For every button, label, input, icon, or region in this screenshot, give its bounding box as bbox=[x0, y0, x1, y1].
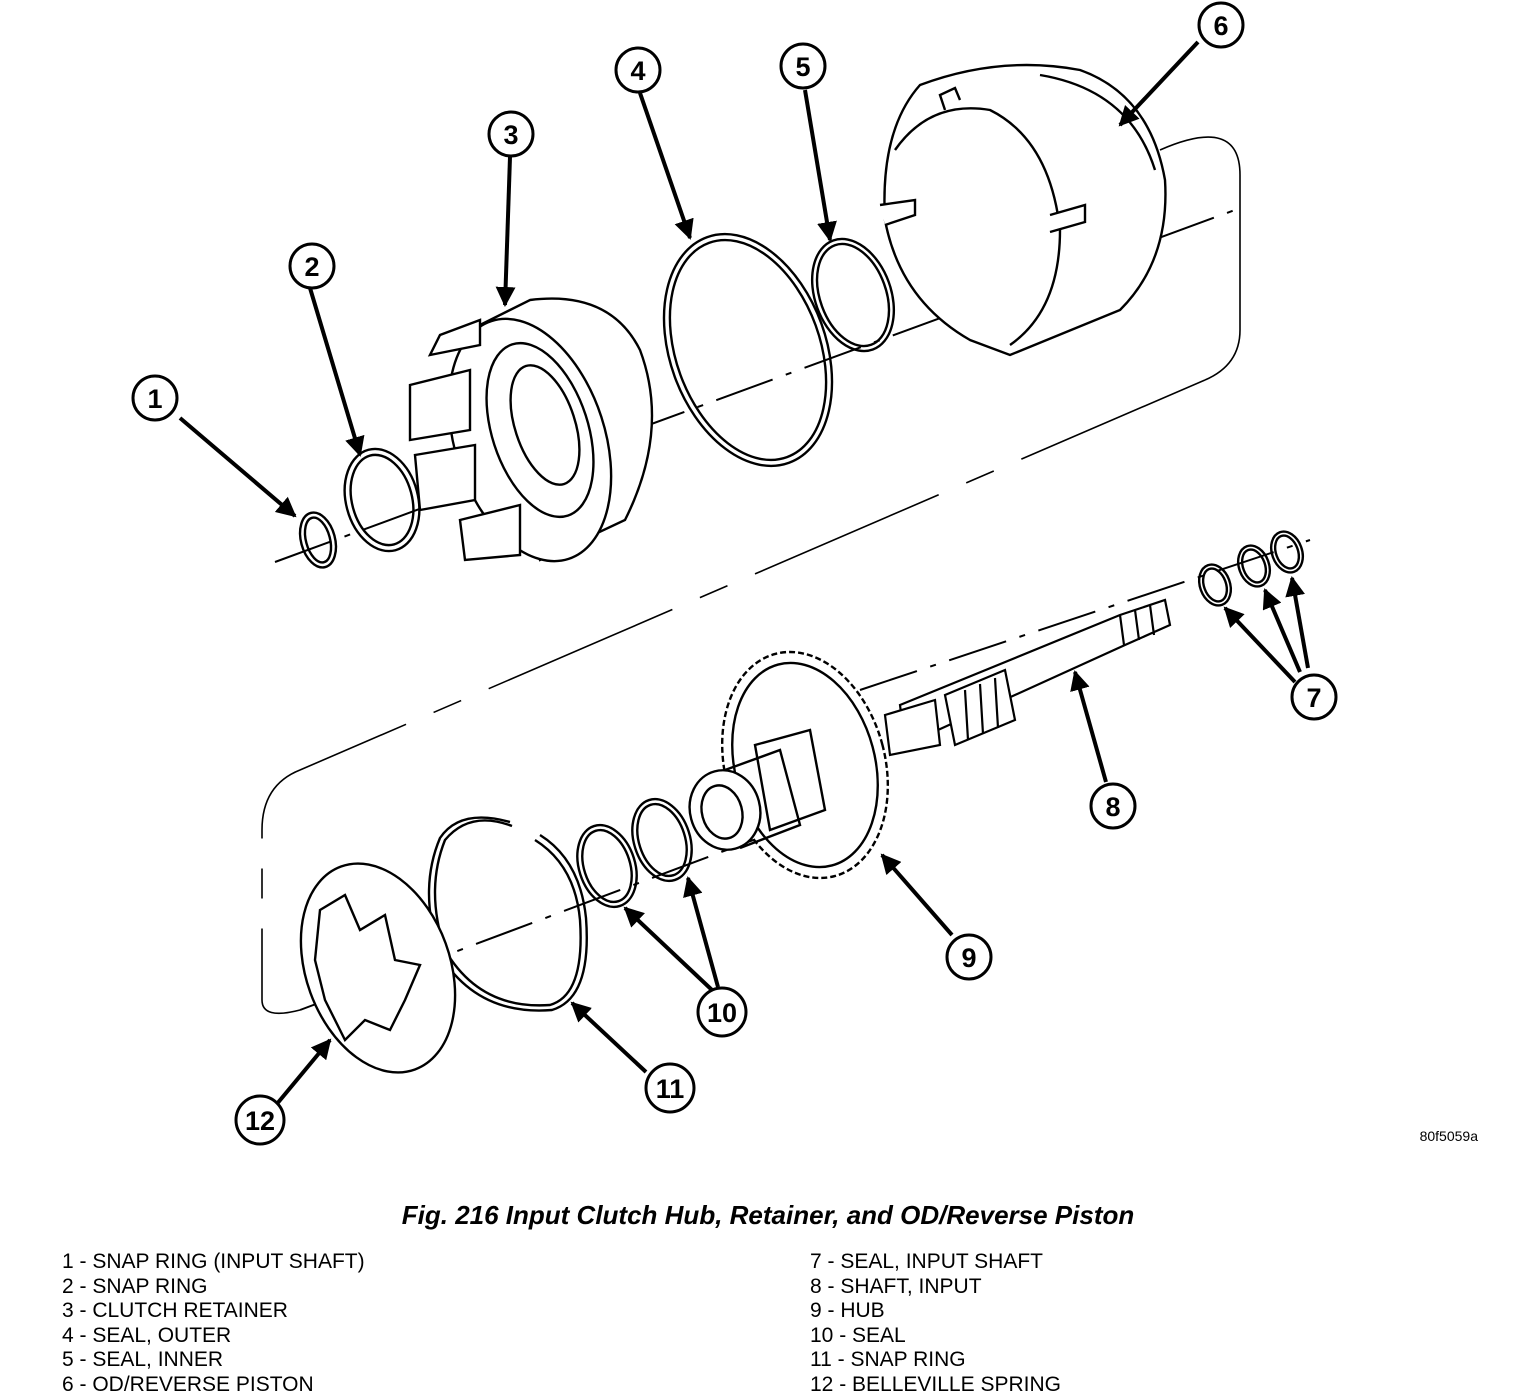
seal-input-shaft-parts bbox=[1197, 530, 1305, 607]
svg-text:1: 1 bbox=[147, 384, 162, 414]
legend-item: 10 - SEAL bbox=[810, 1323, 906, 1347]
figure-caption: Fig. 216 Input Clutch Hub, Retainer, and… bbox=[401, 1200, 1135, 1230]
callout-5: 5 bbox=[779, 42, 827, 90]
legend-item: 9 - HUB bbox=[810, 1299, 885, 1323]
callout-1: 1 bbox=[131, 374, 179, 422]
od-reverse-piston-part bbox=[879, 63, 1167, 357]
drawing-code: 80f5059a bbox=[1419, 1128, 1478, 1144]
callout-2: 2 bbox=[288, 242, 336, 290]
legend-item: 6 - OD/REVERSE PISTON bbox=[62, 1372, 314, 1396]
svg-text:3: 3 bbox=[503, 120, 518, 150]
legend-item: 12 - BELLEVILLE SPRING bbox=[810, 1372, 1061, 1396]
svg-text:12: 12 bbox=[245, 1106, 275, 1136]
callout-3: 3 bbox=[487, 110, 535, 158]
hub-part bbox=[688, 650, 890, 880]
seal-outer-part bbox=[662, 232, 834, 468]
input-shaft-part bbox=[883, 598, 1172, 757]
callout-10: 10 bbox=[696, 986, 748, 1038]
exploded-view-diagram: 1 2 3 4 5 6 7 8 9 10 11 12 bbox=[131, 1, 1338, 1146]
legend-item: 2 - SNAP RING bbox=[62, 1274, 208, 1298]
svg-text:2: 2 bbox=[304, 252, 319, 282]
snap-ring-part bbox=[343, 447, 421, 553]
legend-item: 7 - SEAL, INPUT SHAFT bbox=[810, 1250, 1043, 1273]
svg-text:9: 9 bbox=[961, 943, 976, 973]
snap-ring-input-shaft-part bbox=[298, 511, 338, 569]
legend-item: 8 - SHAFT, INPUT bbox=[810, 1274, 982, 1298]
legend-item: 1 - SNAP RING (INPUT SHAFT) bbox=[62, 1250, 365, 1273]
callout-12: 12 bbox=[234, 1094, 286, 1146]
legend-item: 4 - SEAL, OUTER bbox=[62, 1323, 232, 1347]
legend-item: 11 - SNAP RING bbox=[810, 1348, 966, 1372]
legend-right: 7 - SEAL, INPUT SHAFT 8 - SHAFT, INPUT 9… bbox=[810, 1250, 1061, 1398]
svg-text:7: 7 bbox=[1306, 683, 1321, 713]
belleville-spring-part bbox=[299, 862, 457, 1074]
large-snap-ring-part bbox=[427, 816, 588, 1012]
svg-text:5: 5 bbox=[795, 52, 810, 82]
legend-left: 1 - SNAP RING (INPUT SHAFT) 2 - SNAP RIN… bbox=[62, 1250, 365, 1398]
callout-8: 8 bbox=[1089, 782, 1137, 830]
callout-11: 11 bbox=[644, 1062, 696, 1114]
svg-text:6: 6 bbox=[1213, 11, 1228, 41]
callout-7: 7 bbox=[1290, 673, 1338, 721]
svg-text:4: 4 bbox=[630, 56, 645, 86]
svg-text:8: 8 bbox=[1105, 792, 1120, 822]
callout-6: 6 bbox=[1197, 1, 1245, 49]
callout-leaders bbox=[178, 40, 1310, 1107]
svg-text:10: 10 bbox=[707, 998, 737, 1028]
svg-text:11: 11 bbox=[656, 1074, 685, 1104]
legend-item: 3 - CLUTCH RETAINER bbox=[62, 1299, 288, 1323]
clutch-retainer-part bbox=[408, 297, 654, 563]
assembly-centerline bbox=[261, 136, 1311, 1015]
legend-item: 5 - SEAL, INNER bbox=[62, 1348, 224, 1372]
callout-9: 9 bbox=[945, 933, 993, 981]
callout-4: 4 bbox=[614, 46, 662, 94]
seal-parts bbox=[576, 797, 693, 909]
